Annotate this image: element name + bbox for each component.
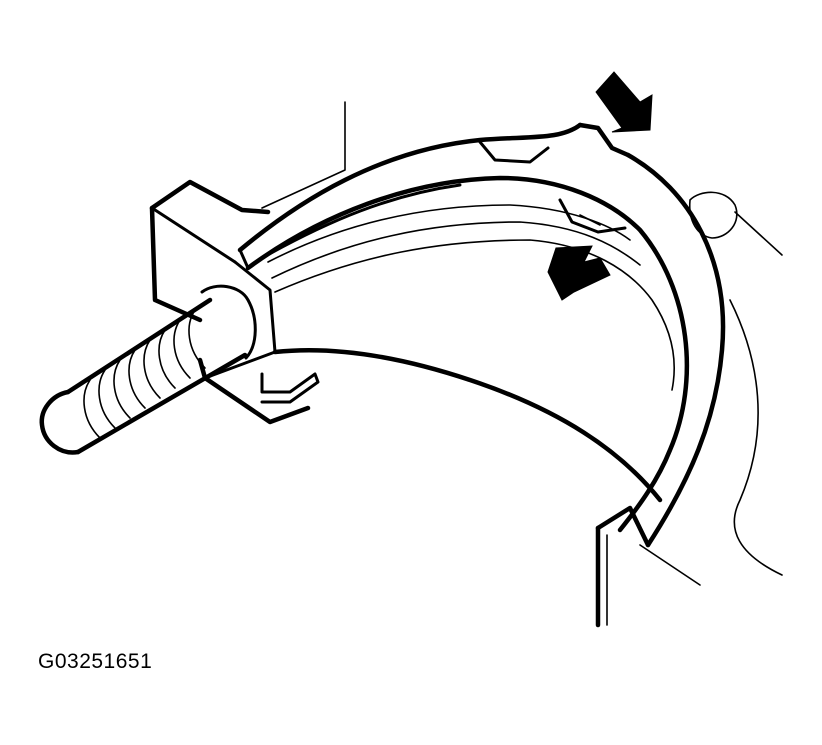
arrow-upper-icon — [595, 71, 653, 133]
figure-code-label: G03251651 — [38, 650, 153, 673]
bolt — [39, 297, 248, 455]
bearing-shell — [237, 122, 726, 548]
arrow-lower-icon — [547, 245, 611, 301]
bearing-cap — [149, 179, 663, 628]
engine-block-outline — [261, 101, 783, 586]
